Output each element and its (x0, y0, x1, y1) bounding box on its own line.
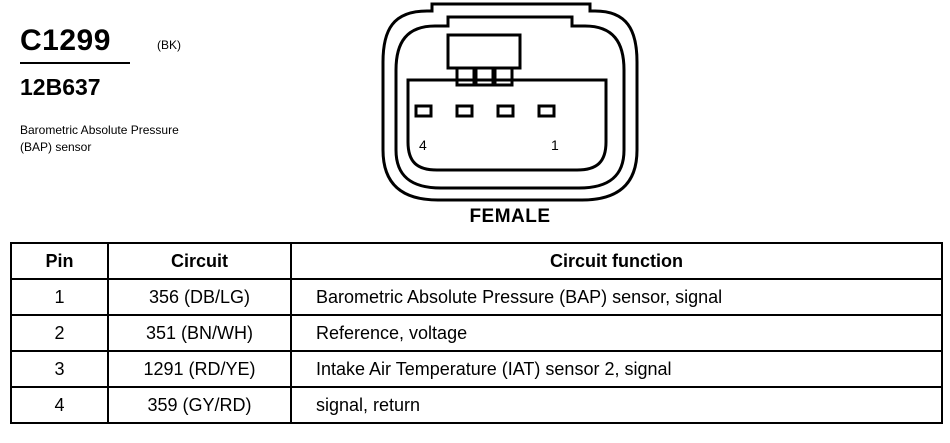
table-header-row: Pin Circuit Circuit function (10, 242, 943, 280)
table-row: 3 1291 (RD/YE) Intake Air Temperature (I… (10, 350, 943, 388)
pin-label-1: 1 (551, 137, 559, 153)
connector-code: C1299 (20, 24, 111, 57)
locking-tab-slot-2 (474, 66, 495, 87)
connector-gender-label: FEMALE (469, 206, 551, 227)
connector-color: (BK) (157, 38, 181, 52)
header-circuit-function: Circuit function (290, 242, 943, 280)
pin-cavity-2 (496, 104, 515, 118)
header-circuit: Circuit (107, 242, 292, 280)
circuit-cell: 356 (DB/LG) (107, 278, 292, 316)
pin-cell: 1 (10, 278, 109, 316)
function-cell: signal, return (290, 386, 943, 424)
circuit-cell: 359 (GY/RD) (107, 386, 292, 424)
connector-housing-inner (394, 15, 626, 190)
pin-cavity-frame (406, 78, 608, 172)
function-cell: Reference, voltage (290, 314, 943, 352)
pin-cell: 4 (10, 386, 109, 424)
circuit-cell: 351 (BN/WH) (107, 314, 292, 352)
pin-cavity-4 (414, 104, 433, 118)
header-pin: Pin (10, 242, 109, 280)
function-cell: Intake Air Temperature (IAT) sensor 2, s… (290, 350, 943, 388)
connector-housing-outer (381, 2, 639, 202)
locking-tab (446, 33, 522, 70)
table-row: 1 356 (DB/LG) Barometric Absolute Pressu… (10, 278, 943, 316)
part-number: 12B637 (20, 74, 101, 100)
pin-table: Pin Circuit Circuit function 1 356 (DB/L… (10, 242, 943, 424)
circuit-cell: 1291 (RD/YE) (107, 350, 292, 388)
connector-face-diagram: 4 1 (381, 2, 639, 202)
function-cell: Barometric Absolute Pressure (BAP) senso… (290, 278, 943, 316)
divider (20, 62, 130, 64)
pin-cavity-3 (455, 104, 474, 118)
connector-description: Barometric Absolute Pressure (BAP) senso… (20, 123, 179, 154)
locking-tab-slot-3 (493, 66, 514, 87)
pin-cell: 2 (10, 314, 109, 352)
table-row: 2 351 (BN/WH) Reference, voltage (10, 314, 943, 352)
pin-cavity-1 (537, 104, 556, 118)
table-row: 4 359 (GY/RD) signal, return (10, 386, 943, 424)
locking-tab-slot-1 (455, 66, 476, 87)
pin-label-4: 4 (419, 137, 427, 153)
pin-cell: 3 (10, 350, 109, 388)
